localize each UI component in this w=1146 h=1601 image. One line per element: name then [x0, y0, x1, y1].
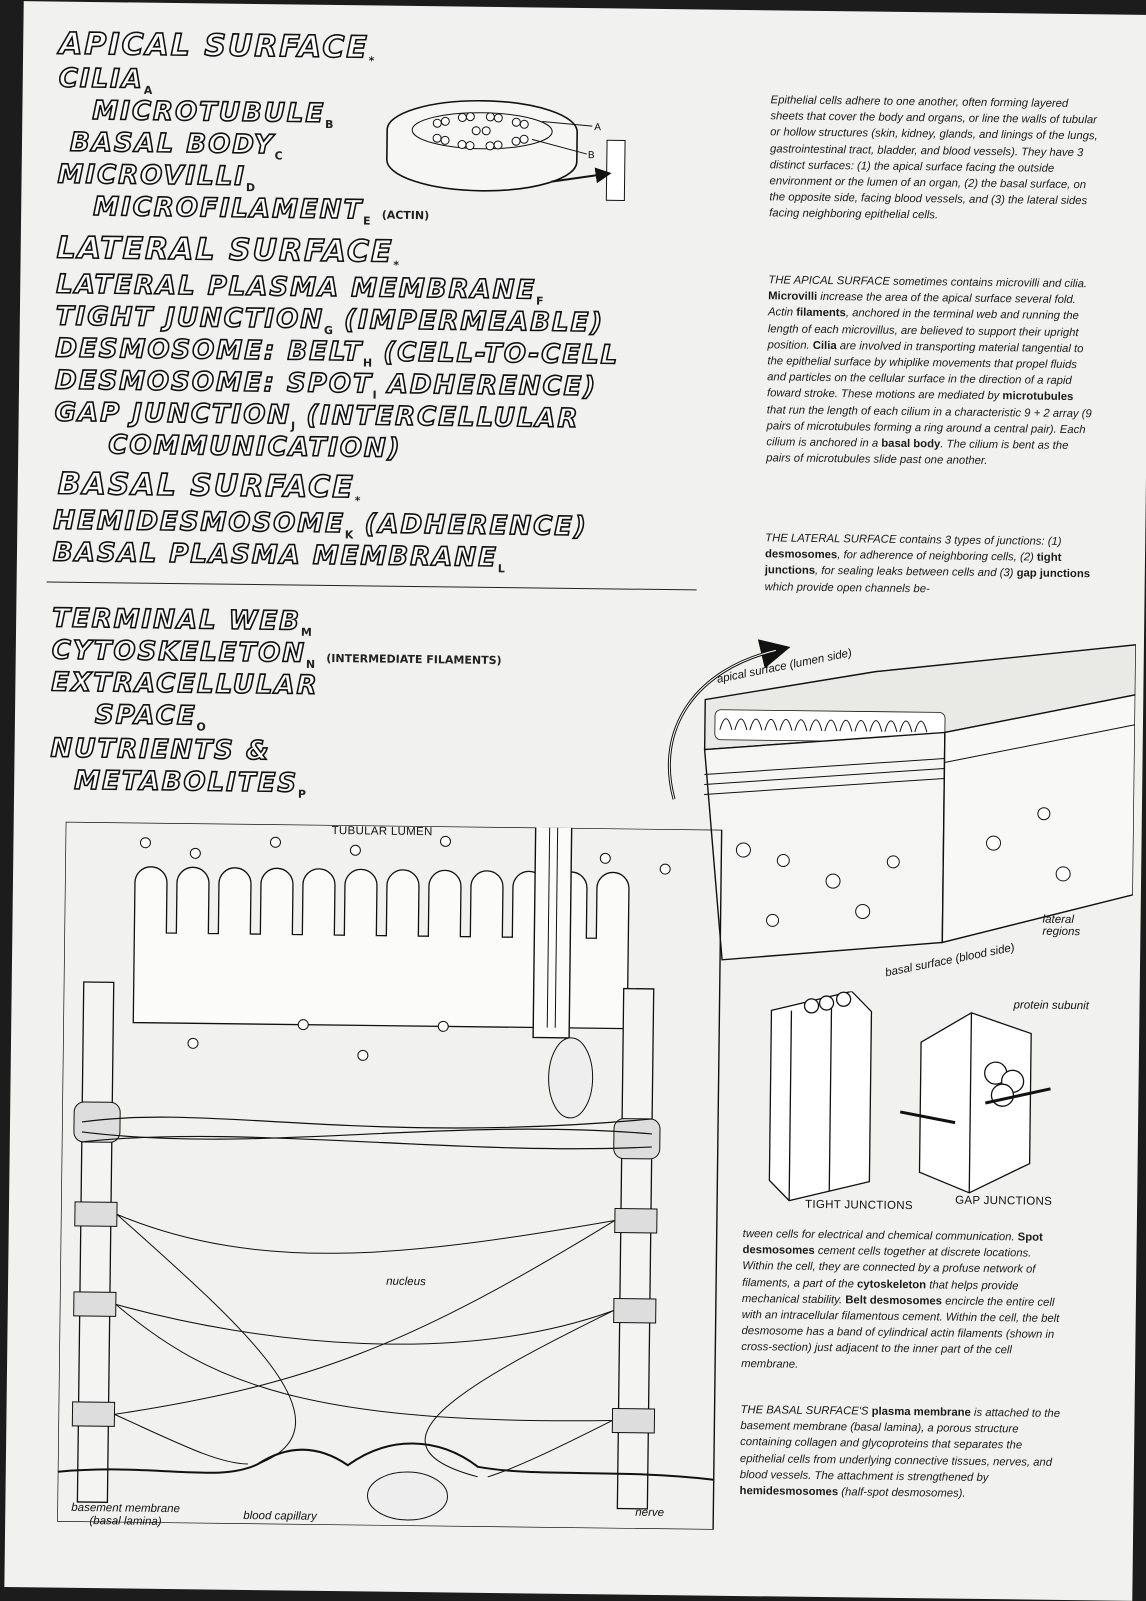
label-gap-junctions: GAP JUNCTIONS	[955, 1194, 1053, 1208]
label-blood-capillary: blood capillary	[243, 1509, 317, 1523]
heading-metabolites: METABOLITESP	[73, 765, 307, 801]
heading-extracellular: EXTRACELLULAR	[50, 667, 319, 702]
heading-cytoskeleton: CYTOSKELETONN (INTERMEDIATE FILAMENTS)	[51, 635, 502, 671]
junctions-paragraph: tween cells for electrical and chemical …	[741, 1228, 1060, 1371]
label-basement-membrane: basement membrane(basal lamina)	[71, 1501, 181, 1528]
heading-apical-surface: APICAL SURFACE*	[58, 26, 375, 68]
heading-microtubule: MICROTUBULEB	[91, 95, 334, 132]
basal-paragraph: THE BASAL SURFACE'S plasma membrane is a…	[739, 1404, 1061, 1500]
heading-basal-surface: BASAL SURFACE*	[57, 466, 361, 508]
svg-text:A: A	[594, 122, 601, 133]
section-divider	[46, 581, 697, 591]
textbook-page: APICAL SURFACE* CILIAA MICROTUBULEB BASA…	[4, 1, 1146, 1601]
heading-cilia: CILIAA	[58, 63, 153, 97]
intro-paragraph: Epithelial cells adhere to one another, …	[769, 94, 1098, 222]
cilium-cross-section-diagram: A B	[386, 99, 626, 202]
lateral-paragraph: THE LATERAL SURFACE contains 3 types of …	[764, 532, 1091, 595]
heading-lateral-plasma-membrane: LATERAL PLASMA MEMBRANEF	[55, 269, 544, 308]
heading-nutrients: NUTRIENTS &	[50, 733, 272, 767]
svg-text:B: B	[588, 150, 595, 161]
heading-space: SPACEO	[94, 699, 206, 734]
junction-insets-diagram	[768, 990, 1051, 1202]
heading-lateral-surface: LATERAL SURFACE*	[56, 230, 400, 272]
heading-basal-body: BASAL BODYC	[69, 127, 283, 163]
label-tight-junctions: TIGHT JUNCTIONS	[805, 1198, 913, 1213]
heading-microvilli: MICROVILLID	[57, 159, 256, 195]
heading-communication: COMMUNICATION)	[107, 429, 402, 464]
heading-microfilament: MICROFILAMENTE (ACTIN)	[92, 191, 430, 228]
epithelial-cell-diagram	[57, 821, 723, 1530]
label-nucleus: nucleus	[386, 1275, 426, 1289]
label-nerve: nerve	[635, 1506, 665, 1520]
heading-basal-plasma-membrane: BASAL PLASMA MEMBRANEL	[52, 537, 505, 576]
apical-paragraph: THE APICAL SURFACE sometimes contains mi…	[766, 274, 1092, 468]
label-protein-subunit: protein subunit	[1013, 999, 1090, 1013]
epithelial-block-diagram	[667, 639, 1137, 961]
heading-terminal-web: TERMINAL WEBM	[51, 603, 312, 639]
label-tubular-lumen: TUBULAR LUMEN	[331, 824, 433, 839]
